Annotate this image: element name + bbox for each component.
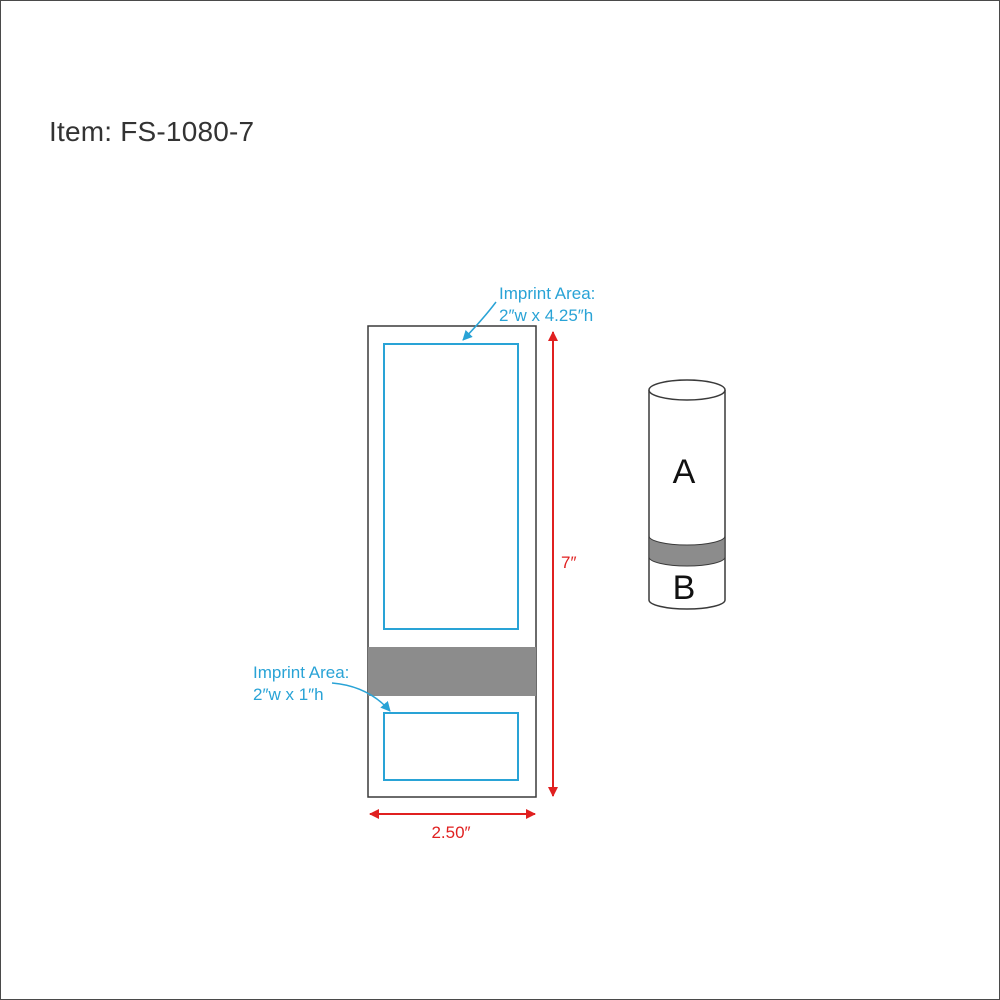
cylinder-label-b: B — [673, 569, 696, 607]
flat-template — [367, 325, 537, 798]
gray-band — [368, 647, 536, 696]
item-title: Item: FS-1080-7 — [49, 116, 255, 147]
imprint-area-top — [383, 343, 519, 630]
imprint-top-title: Imprint Area: — [499, 284, 595, 303]
imprint-bottom-arrow — [331, 682, 391, 712]
cylinder-illustration: A B — [648, 379, 726, 610]
height-label: 7″ — [561, 553, 576, 572]
imprint-top-callout: Imprint Area: 2″w x 4.25″h — [462, 284, 595, 341]
template-outline — [367, 325, 537, 798]
imprint-bottom-title: Imprint Area: — [253, 663, 349, 682]
imprint-bottom-callout: Imprint Area: 2″w x 1″h — [253, 663, 391, 712]
width-label: 2.50″ — [431, 823, 470, 842]
cylinder-band — [648, 535, 726, 567]
imprint-bottom-size: 2″w x 1″h — [253, 685, 324, 704]
imprint-top-size: 2″w x 4.25″h — [499, 306, 593, 325]
width-dimension: 2.50″ — [369, 809, 536, 842]
imprint-area-bottom — [383, 712, 519, 781]
height-dimension: 7″ — [548, 331, 576, 797]
imprint-top-arrow — [462, 301, 497, 341]
cylinder-label-a: A — [673, 453, 696, 491]
cylinder-top — [648, 379, 726, 401]
